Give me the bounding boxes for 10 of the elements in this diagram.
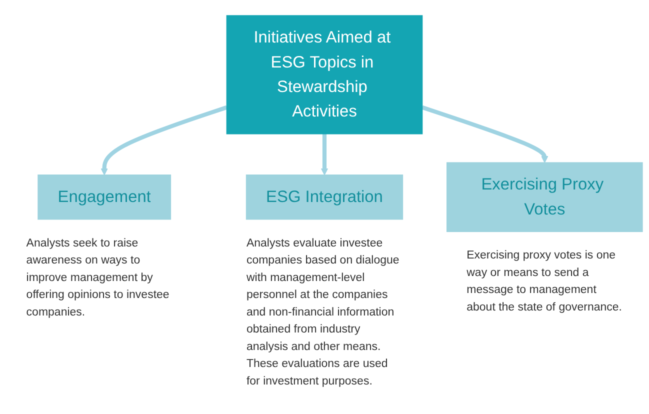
arrow bbox=[100, 105, 228, 175]
node-label: Analysts evaluate investee companies based on dialogue with management-level personnel at the companies and non-financial information obtained from industry analysis and other means. These evaluations are used for investment purposes. bbox=[246, 235, 400, 386]
arrow bbox=[422, 105, 548, 163]
arrow bbox=[320, 133, 328, 175]
node-box: Initiatives Aimed at ESG Topics in Stewardship Activities bbox=[226, 14, 423, 134]
node-label: Analysts seek to raise awareness on ways to improve management by offering opinions to investee companies. bbox=[26, 235, 170, 318]
node-label: Exercising proxy votes is one way or means to send a message to management about the state of governance. bbox=[466, 248, 622, 313]
node-box: ESG Integration bbox=[246, 174, 404, 220]
node-box: Engagement bbox=[38, 174, 172, 220]
node-box: Exercising Proxy Votes bbox=[446, 162, 643, 232]
